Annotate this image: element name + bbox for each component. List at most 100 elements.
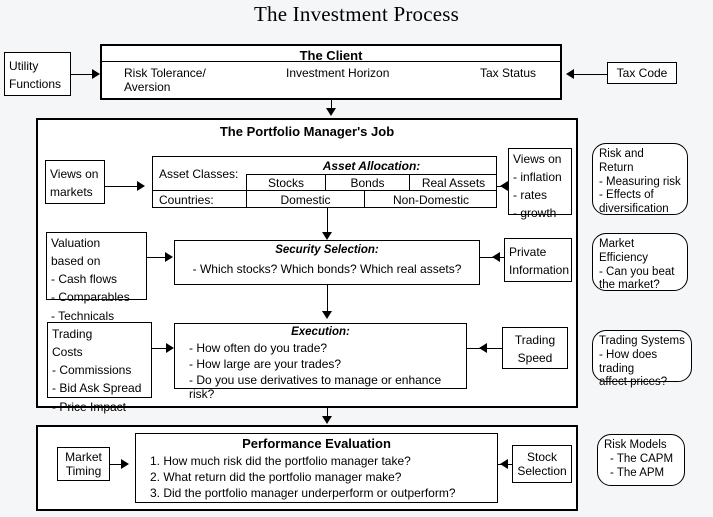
- callout-risk-and-return-line3: diversification: [599, 203, 669, 216]
- arrow-trading-costs-to-execution: [166, 343, 174, 353]
- callout-risk-and-return: Risk and Return - Measuring risk - Effec…: [592, 143, 688, 215]
- connector-trading-speed-to-execution: [467, 348, 502, 349]
- connector-utility-to-client: [71, 74, 95, 75]
- utility-functions-line2: Functions: [9, 77, 62, 92]
- connector-private-info-to-security: [480, 257, 504, 258]
- valuation-line3: - Cash flows: [51, 272, 118, 287]
- arrow-views-markets-to-aa: [137, 181, 145, 191]
- valuation-line2: based on: [51, 254, 101, 269]
- client-item-tax-status: Tax Status: [480, 66, 537, 80]
- performance-heading: Performance Evaluation: [242, 436, 391, 451]
- callout-market-efficiency: Market Efficiency - Can you beat the mar…: [592, 233, 688, 291]
- callout-risk-models-line2: - The APM: [610, 466, 665, 479]
- views-on-macro-line4: - growth: [513, 206, 557, 221]
- arrow-utility-to-client: [92, 69, 100, 79]
- connector-trading-costs-to-execution: [152, 348, 169, 349]
- views-on-macro-line3: - rates: [513, 188, 548, 203]
- utility-functions-line1: Utility: [9, 59, 39, 73]
- trading-speed-box: Trading Speed: [502, 327, 568, 369]
- callout-risk-models-title: Risk Models: [604, 439, 667, 451]
- client-item-investment-horizon: Investment Horizon: [286, 66, 390, 80]
- valuation-box: Valuation based on - Cash flows - Compar…: [46, 232, 147, 323]
- security-selection-body: - Which stocks? Which bonds? Which real …: [192, 262, 462, 276]
- market-timing-line2: Timing: [65, 464, 102, 478]
- connector-views-macro-to-aa: [497, 186, 508, 187]
- connector-client-to-portfolio: [331, 100, 332, 112]
- views-on-macro-line1: Views on: [513, 152, 562, 166]
- arrow-taxcode-to-client: [566, 69, 574, 79]
- execution-box: Execution: - How often do you trade? - H…: [174, 323, 467, 401]
- performance-item-3: 3. Did the portfolio manager underperfor…: [150, 486, 456, 500]
- callout-trading-systems-line1: - How does trading: [599, 348, 658, 375]
- performance-item-1: 1. How much risk did the portfolio manag…: [150, 454, 411, 468]
- valuation-line4: - Comparables: [51, 290, 130, 305]
- private-information-line1: Private: [509, 245, 547, 259]
- asset-allocation-table: Asset Allocation: Asset Classes: Stocks …: [152, 156, 497, 208]
- arrow-aa-to-security: [322, 232, 332, 240]
- callout-trading-systems-line2: affect prices?: [599, 376, 668, 389]
- page-title: The Investment Process: [253, 2, 460, 26]
- market-timing-box: Market Timing: [57, 447, 110, 481]
- trading-costs-line3: - Commissions: [52, 363, 132, 378]
- arrow-valuation-to-security: [165, 252, 173, 262]
- trading-costs-line5: - Price Impact: [52, 399, 127, 414]
- client-item-risk-tolerance-line1: Risk Tolerance/: [124, 66, 206, 80]
- connector-taxcode-to-client: [574, 74, 607, 75]
- asset-allocation-cell-non-domestic: Non-Domestic: [364, 190, 497, 208]
- arrow-portfolio-to-performance: [322, 416, 332, 424]
- views-on-markets-line2: markets: [50, 185, 93, 200]
- callout-risk-and-return-line1: - Measuring risk: [599, 175, 681, 188]
- views-on-macro-box: Views on - inflation - rates - growth: [508, 148, 572, 220]
- arrow-security-to-execution: [322, 311, 332, 319]
- market-timing-line1: Market: [65, 450, 102, 464]
- callout-risk-and-return-title: Risk and Return: [599, 148, 644, 174]
- connector-security-to-execution: [327, 285, 328, 311]
- callout-market-efficiency-line2: the market?: [599, 279, 660, 292]
- trading-costs-line1: Trading: [52, 327, 93, 341]
- asset-allocation-row-label-asset-classes: Asset Classes:: [159, 166, 239, 181]
- views-on-macro-line2: - inflation: [513, 170, 562, 185]
- connector-views-markets-to-aa: [105, 186, 140, 187]
- stock-selection-box: Stock Selection: [512, 445, 572, 483]
- connector-market-timing-to-performance: [110, 464, 126, 465]
- valuation-line1: Valuation: [51, 236, 101, 250]
- tax-code-label: Tax Code: [616, 66, 668, 80]
- arrow-market-timing-to-performance: [121, 459, 129, 469]
- views-on-markets-box: Views on markets: [45, 160, 105, 204]
- callout-risk-models-line1: - The CAPM: [610, 452, 674, 465]
- performance-evaluation-box: Performance Evaluation 1. How much risk …: [135, 433, 498, 503]
- connector-valuation-to-security: [147, 257, 168, 258]
- private-information-box: Private Information: [504, 238, 572, 282]
- callout-market-efficiency-line1: - Can you beat: [599, 265, 675, 278]
- execution-bullet-2: - How large are your trades?: [189, 357, 342, 371]
- execution-caption: Execution:: [291, 326, 350, 338]
- client-heading: The Client: [299, 48, 363, 63]
- connector-stock-selection-to-performance: [498, 464, 512, 465]
- asset-allocation-cell-domestic: Domestic: [246, 190, 364, 208]
- trading-speed-line2: Speed: [517, 351, 553, 366]
- connector-aa-to-security: [327, 208, 328, 232]
- stock-selection-line1: Stock: [526, 450, 557, 464]
- asset-allocation-cell-real-assets: Real Assets: [409, 174, 497, 190]
- client-item-risk-tolerance-line2: Aversion: [124, 80, 171, 94]
- callout-trading-systems: Trading Systems - How does trading affec…: [592, 330, 692, 388]
- valuation-line5: - Technicals: [51, 308, 115, 323]
- portfolio-manager-heading: The Portfolio Manager's Job: [219, 124, 395, 139]
- tax-code-box: Tax Code: [607, 62, 677, 84]
- asset-allocation-cell-stocks: Stocks: [246, 174, 325, 190]
- asset-allocation-row-label-countries: Countries:: [153, 190, 246, 208]
- callout-risk-and-return-line2: - Effects of: [599, 189, 654, 202]
- asset-allocation-caption: Asset Allocation:: [322, 158, 421, 173]
- client-box: The Client Risk Tolerance/ Aversion Inve…: [100, 44, 562, 100]
- stock-selection-line2: Selection: [517, 464, 567, 478]
- execution-bullet-1: - How often do you trade?: [189, 341, 328, 355]
- security-selection-box: Security Selection: - Which stocks? Whic…: [174, 240, 480, 285]
- performance-item-2: 2. What return did the portfolio manager…: [150, 470, 402, 484]
- views-on-markets-line1: Views on: [50, 167, 99, 181]
- utility-functions-box: Utility Functions: [4, 52, 71, 96]
- connector-portfolio-to-performance: [327, 408, 328, 418]
- private-information-line2: Information: [509, 263, 570, 278]
- callout-trading-systems-title: Trading Systems: [599, 335, 685, 347]
- security-selection-caption: Security Selection:: [275, 244, 379, 256]
